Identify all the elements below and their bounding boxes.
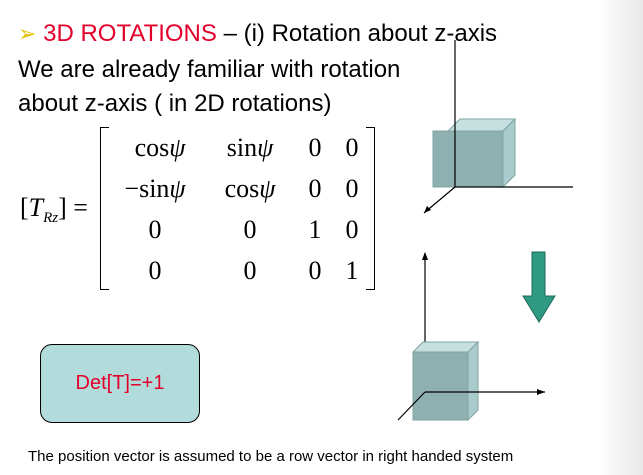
matrix-cell-r3c2: 0 [308, 256, 322, 285]
top-cube-group [423, 40, 573, 214]
matrix-cell-r2c0: 0 [148, 215, 162, 244]
title-suffix: – (i) Rotation about z-axis [216, 20, 498, 47]
right-edge-shading [600, 0, 643, 475]
matrix-cell-r0c2: 0 [308, 133, 322, 162]
matrix-cell-r1c2: 0 [308, 174, 322, 203]
matrix-cell-r0c0: cosψ [134, 133, 186, 162]
determinant-text: Det[T]=+1 [75, 372, 165, 394]
matrix-cell-r3c0: 0 [148, 256, 162, 285]
matrix-cell-r0c3: 0 [345, 133, 359, 162]
matrix-cell-r2c1: 0 [243, 215, 257, 244]
matrix-right-bracket [366, 127, 375, 290]
matrix-cell-r2c2: 1 [308, 215, 322, 244]
down-arrow-icon [522, 251, 556, 323]
top-cube-front-face [432, 130, 504, 188]
rotation-matrix: cosψ sinψ 0 0 −sinψ cosψ 0 0 0 0 1 0 0 0… [100, 127, 375, 290]
determinant-box: Det[T]=+1 [40, 344, 200, 423]
lhs-close: ] = [58, 193, 88, 222]
matrix-cell-r3c1: 0 [243, 256, 257, 285]
intro-line-1: We are already familiar with rotation [18, 56, 401, 83]
matrix-lhs: [TRz] = [20, 193, 88, 227]
title-prefix: 3D ROTATIONS [43, 20, 217, 47]
top-cube-side-face [502, 117, 516, 189]
matrix-cell-r1c0: −sinψ [124, 174, 186, 203]
matrix-cell-r2c3: 0 [345, 215, 359, 244]
matrix-left-bracket [100, 127, 109, 290]
bottom-cube-side-face [467, 340, 479, 422]
matrix-cell-r3c3: 1 [345, 256, 359, 285]
bottom-cube-group [397, 252, 545, 422]
bottom-cube-top-face [411, 341, 480, 353]
transition-arrow [522, 251, 556, 323]
matrix-cell-r0c1: sinψ [226, 133, 274, 162]
bottom-z-axis-arrowhead [422, 252, 428, 260]
bottom-x-axis-arrowhead [537, 389, 545, 395]
footnote: The position vector is assumed to be a r… [28, 448, 514, 465]
matrix-cell-r1c1: cosψ [224, 174, 276, 203]
top-x-axis-arrowhead [424, 206, 431, 213]
bottom-cube-front-face [412, 351, 469, 421]
matrix-cell-r1c3: 0 [345, 174, 359, 203]
lhs-symbol: T [28, 193, 44, 222]
intro-line-2: about z-axis ( in 2D rotations) [18, 90, 332, 117]
slide-title: ➢ 3D ROTATIONS – (i) Rotation about z-ax… [18, 20, 497, 48]
bullet-arrow-icon: ➢ [18, 21, 37, 46]
bottom-y-axis [397, 391, 426, 421]
lhs-open: [ [20, 193, 29, 222]
lhs-subscript: Rz [43, 210, 59, 226]
